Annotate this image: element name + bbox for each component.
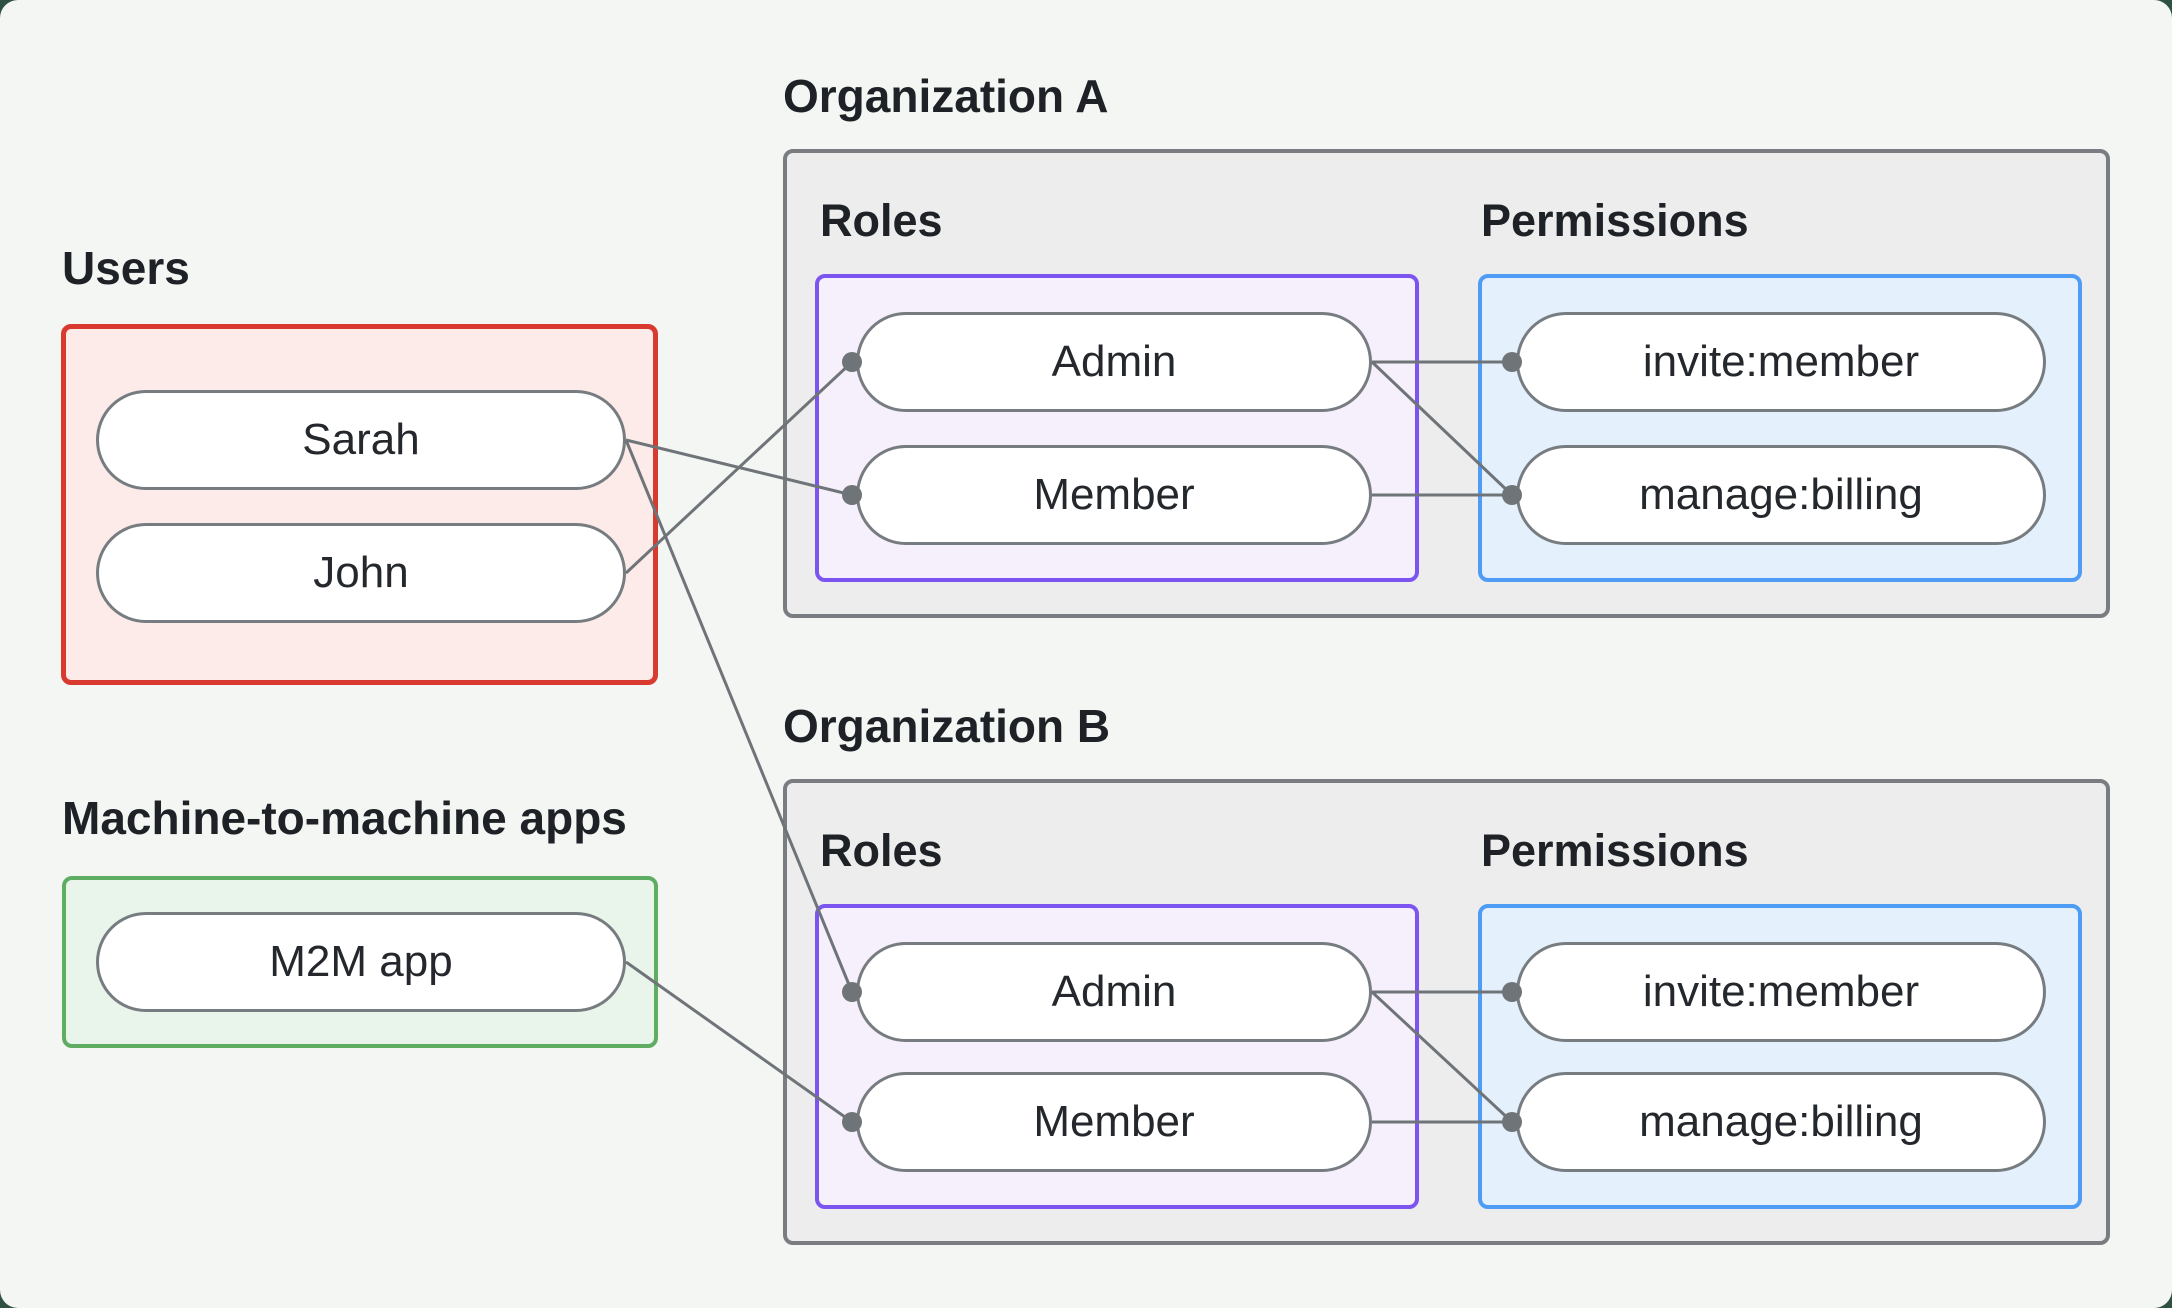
org-a-role-member: Member — [856, 445, 1372, 545]
m2m-section-label: Machine-to-machine apps — [62, 792, 627, 844]
users-section-label: Users — [62, 242, 190, 294]
org-b-role-admin: Admin — [856, 942, 1372, 1042]
m2m-node-app: M2M app — [96, 912, 626, 1012]
org-b-role-member: Member — [856, 1072, 1372, 1172]
org-a-permissions-label: Permissions — [1481, 195, 1749, 246]
org-b-roles-label: Roles — [820, 825, 943, 876]
org-a-perm-invite-member: invite:member — [1516, 312, 2046, 412]
org-a-roles-label: Roles — [820, 195, 943, 246]
org-a-perm-manage-billing: manage:billing — [1516, 445, 2046, 545]
user-node-john: John — [96, 523, 626, 623]
org-b-perm-invite-member: invite:member — [1516, 942, 2046, 1042]
org-a-role-admin: Admin — [856, 312, 1372, 412]
org-b-title: Organization B — [783, 700, 1111, 752]
user-node-sarah: Sarah — [96, 390, 626, 490]
users-group-box — [61, 324, 658, 685]
org-b-permissions-label: Permissions — [1481, 825, 1749, 876]
org-a-title: Organization A — [783, 70, 1109, 122]
org-b-perm-manage-billing: manage:billing — [1516, 1072, 2046, 1172]
